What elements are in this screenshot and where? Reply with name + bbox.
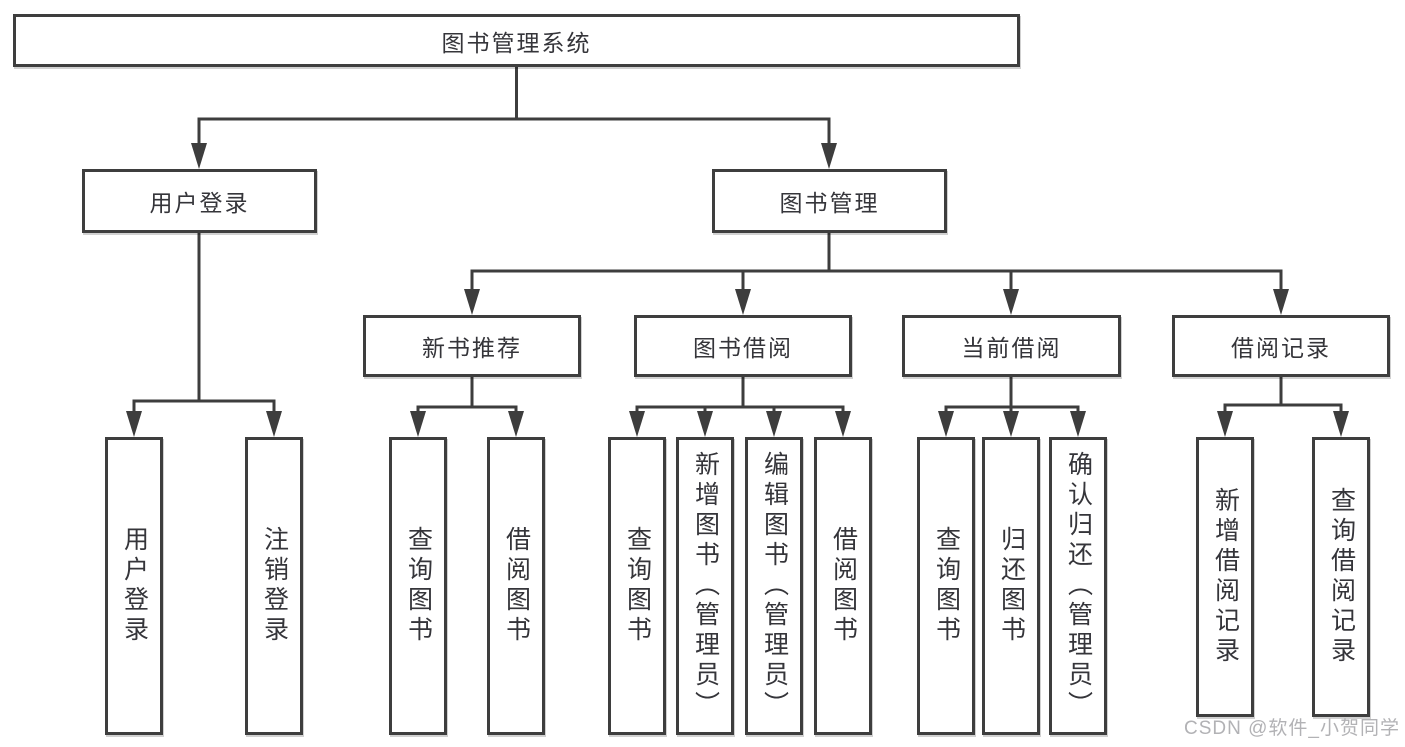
leaf-edit-book-admin: 编辑图书（管理员） (745, 437, 803, 735)
csdn-watermark: CSDN @软件_小贺同学 (1184, 718, 1400, 739)
leaf-add-borrow-record: 新增借阅记录 (1196, 437, 1254, 717)
leaf-query-borrow-record: 查询借阅记录 (1312, 437, 1370, 717)
node-book-management-branch: 图书管理 (712, 169, 947, 233)
leaf-query-books-borrowing: 查询图书 (608, 437, 666, 735)
leaf-label: 编辑图书（管理员） (760, 451, 789, 721)
node-label: 图书借阅 (693, 335, 793, 361)
node-label: 借阅记录 (1231, 335, 1331, 361)
leaf-user-login: 用户登录 (105, 437, 163, 735)
arrow-down-icons (126, 143, 1349, 437)
leaf-label: 用户登录 (120, 526, 149, 646)
leaf-label: 归还图书 (997, 526, 1026, 646)
leaf-label: 新增借阅记录 (1211, 487, 1240, 667)
leaf-add-book-admin: 新增图书（管理员） (676, 437, 734, 735)
node-book-borrowing: 图书借阅 (634, 315, 852, 377)
node-current-borrowing: 当前借阅 (902, 315, 1121, 377)
leaf-label: 查询借阅记录 (1327, 487, 1356, 667)
node-label: 用户登录 (149, 190, 250, 216)
leaf-borrow-books: 借阅图书 (814, 437, 872, 735)
leaf-borrow-books-recommend: 借阅图书 (487, 437, 545, 735)
leaf-query-books-recommend: 查询图书 (389, 437, 447, 735)
node-label: 当前借阅 (961, 335, 1062, 361)
leaf-return-books: 归还图书 (982, 437, 1040, 735)
leaf-label: 确认归还（管理员） (1064, 451, 1093, 721)
leaf-label: 查询图书 (404, 526, 433, 646)
node-label: 新书推荐 (422, 335, 522, 361)
leaf-logout: 注销登录 (245, 437, 303, 735)
leaf-label: 借阅图书 (829, 526, 858, 646)
node-user-login-branch: 用户登录 (82, 169, 317, 233)
node-label: 图书管理 (779, 190, 880, 216)
node-new-book-recommendation: 新书推荐 (363, 315, 581, 377)
node-label: 图书管理系统 (441, 29, 592, 56)
leaf-label: 查询图书 (932, 526, 961, 646)
leaf-query-books-current: 查询图书 (917, 437, 975, 735)
node-borrowing-records: 借阅记录 (1172, 315, 1390, 377)
leaf-label: 查询图书 (623, 526, 652, 646)
leaf-label: 注销登录 (260, 526, 289, 646)
node-library-management-system: 图书管理系统 (13, 14, 1020, 67)
leaf-confirm-return-admin: 确认归还（管理员） (1049, 437, 1107, 735)
leaf-label: 借阅图书 (502, 526, 531, 646)
leaf-label: 新增图书（管理员） (691, 451, 720, 721)
